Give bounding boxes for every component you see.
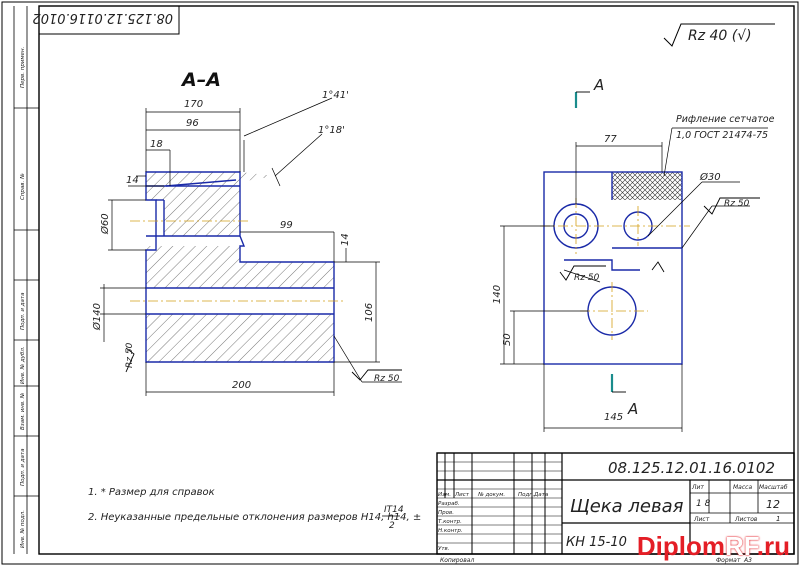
side-label-2: Справ. № xyxy=(20,173,26,200)
stamp-sheets: Листов xyxy=(734,516,758,523)
dim-96: 96 xyxy=(186,118,199,129)
dim-18: 18 xyxy=(150,139,163,150)
stamp-row-approve: Утв. xyxy=(438,546,450,552)
stamp-format-value: А3 xyxy=(743,557,752,564)
side-label-6: Подп. и дата xyxy=(20,448,26,486)
section-view xyxy=(100,97,402,396)
dim-170: 170 xyxy=(184,99,203,110)
stamp-row-tcontr: Т.контр. xyxy=(438,519,462,525)
rz50-section-right: Rz 50 xyxy=(374,374,400,384)
tolerance-numerator: IT14 xyxy=(384,505,404,515)
knurl-note-2: 1,0 ГОСТ 21474-75 xyxy=(676,130,768,141)
dim-140: 140 xyxy=(492,285,503,304)
rz50-view-right: Rz 50 xyxy=(724,199,750,209)
rz50-view-left: Rz 50 xyxy=(574,273,600,283)
stamp-row-ncontr: Н.контр. xyxy=(438,528,463,534)
roughness-label: Rz 40 (√) xyxy=(688,28,752,44)
angle-1-18: 1°18' xyxy=(318,125,345,136)
side-label-5: Взам. инв. № xyxy=(20,392,26,430)
dim-14: 14 xyxy=(126,175,139,186)
dim-99: 99 xyxy=(280,220,293,231)
dim-200: 200 xyxy=(232,380,251,391)
stamp-scale: Масштаб xyxy=(759,484,788,491)
section-mark-bottom: А xyxy=(627,400,638,418)
section-mark-top: А xyxy=(593,76,604,94)
part-title: Щека левая xyxy=(570,496,684,517)
stamp-sheets-value: 1 xyxy=(776,515,780,523)
roughness-symbol xyxy=(663,23,775,47)
title-block xyxy=(436,452,795,555)
group-code: КН 15-10 xyxy=(566,535,627,550)
watermark-part3: .ru xyxy=(756,531,790,561)
side-label-4: Инв. № дубл. xyxy=(20,346,26,384)
angle-1-41: 1°41' xyxy=(322,90,349,101)
sheet-number: 12 xyxy=(766,498,780,511)
stamp-copied: Копировал xyxy=(440,557,474,564)
dim-145: 145 xyxy=(604,412,623,423)
dim-14b: 14 xyxy=(340,233,351,246)
dim-phi30: Ø30 xyxy=(699,171,721,183)
note-2: 2. Неуказанные предельные отклонения раз… xyxy=(88,512,421,523)
stamp-mark-left: 1 8 xyxy=(696,499,711,509)
side-label-1: Перв. примен. xyxy=(20,46,26,88)
stamp-col-date: Дата xyxy=(533,492,549,498)
dim-50: 50 xyxy=(502,333,513,346)
stamp-col-izm: Изм. xyxy=(438,492,451,498)
side-label-3: Подп. и дата xyxy=(20,292,26,330)
stamp-row-check: Пров. xyxy=(438,510,454,516)
dim-phi60: Ø60 xyxy=(99,213,111,235)
watermark-part1: Diplom xyxy=(636,531,725,561)
section-title: А–А xyxy=(180,69,221,91)
watermark-part2: RF xyxy=(724,531,757,561)
knurl-note-1: Рифление сетчатое xyxy=(676,114,775,125)
stamp-row-dev: Разраб. xyxy=(438,501,460,507)
side-label-7: Инв. № подл. xyxy=(20,510,26,548)
watermark-logo: DiplomRF.ru xyxy=(637,531,790,562)
binding-strip xyxy=(13,6,39,554)
stamp-lit: Лит xyxy=(691,484,704,491)
designation-rotated: 08.125.12.0116.0102 xyxy=(32,10,173,25)
stamp-col-doc: № докум. xyxy=(477,492,505,498)
stamp-format: Формат xyxy=(716,557,741,564)
note-1: 1. * Размер для справок xyxy=(88,487,215,498)
stamp-col-list: Лист xyxy=(454,492,470,498)
designation-box-rotated xyxy=(38,5,180,35)
stamp-mass: Масса xyxy=(733,484,752,491)
dim-77: 77 xyxy=(604,134,617,145)
stamp-col-sign: Подп. xyxy=(518,492,535,498)
title-designation: 08.125.12.01.16.0102 xyxy=(608,459,775,477)
stamp-sheet: Лист xyxy=(693,516,710,523)
rz50-section-left: Rz 50 xyxy=(125,342,135,368)
front-view xyxy=(500,91,768,432)
dim-106: 106 xyxy=(364,303,375,322)
dim-phi140: Ø140 xyxy=(91,303,103,331)
tolerance-denominator: 2 xyxy=(389,521,395,531)
